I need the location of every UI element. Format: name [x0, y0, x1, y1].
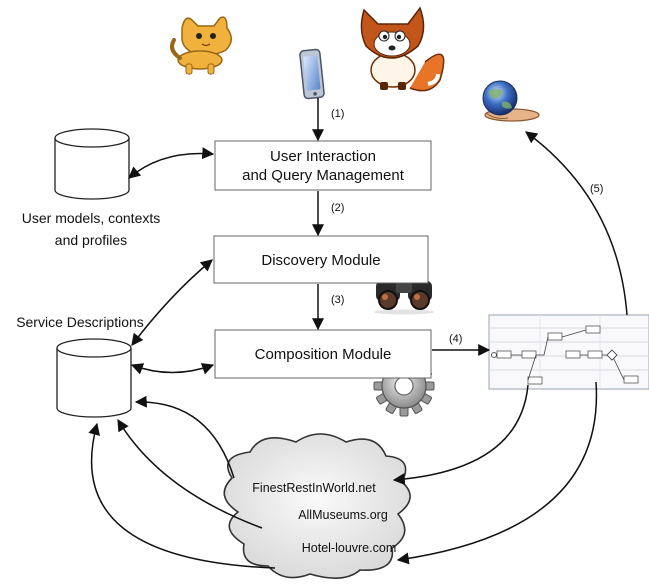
user-models-store — [54, 128, 130, 200]
composition-module-label: Composition Module — [255, 346, 392, 363]
site-allmuseums: AllMuseums.org — [298, 508, 388, 522]
arrow-services-to-composition — [130, 363, 215, 375]
discovery-module-box: Discovery Module — [213, 235, 429, 284]
discovery-module-label: Discovery Module — [261, 252, 380, 269]
user-interaction-title-line-1: User Interaction — [270, 148, 376, 165]
composition-module-box: Composition Module — [214, 329, 432, 379]
site-finestrestinworld: FinestRestInWorld.net — [252, 481, 376, 495]
user-interaction-box: User Interaction and Query Management — [214, 140, 432, 191]
step-label-1: (1) — [331, 108, 344, 120]
step-label-2: (2) — [331, 202, 344, 214]
site-hotel-louvre: Hotel-louvre.com — [302, 541, 396, 555]
binoculars-icon — [374, 281, 434, 315]
user-interaction-title-line-2: and Query Management — [242, 167, 405, 184]
step-label-3: (3) — [331, 294, 344, 306]
smartphone-icon — [299, 48, 325, 100]
arrow-step-5 — [525, 131, 628, 316]
arrow-services-to-discovery — [131, 259, 213, 346]
arrow-cloud-to-services-b — [117, 418, 263, 529]
arrow-cloud-to-services-a — [134, 395, 235, 479]
arrow-cloud-to-services-c — [88, 422, 276, 569]
fox-icon — [360, 6, 445, 92]
user-models-label-line-1: User models, contexts — [22, 210, 161, 226]
arrow-workflow-to-cloud-b — [396, 381, 598, 565]
step-label-4: (4) — [449, 333, 462, 345]
arrow-user-models-to-interaction — [128, 147, 215, 179]
service-descriptions-label: Service Descriptions — [16, 314, 144, 330]
user-models-label-line-2: and profiles — [55, 232, 127, 248]
step-label-5: (5) — [590, 183, 603, 195]
cat-icon — [170, 16, 232, 75]
workflow-diagram-icon — [488, 314, 649, 390]
cloud-icon — [223, 433, 411, 579]
globe-in-hand-icon — [482, 80, 540, 122]
arrow-workflow-to-cloud-a — [392, 384, 529, 486]
service-descriptions-store — [56, 338, 132, 418]
